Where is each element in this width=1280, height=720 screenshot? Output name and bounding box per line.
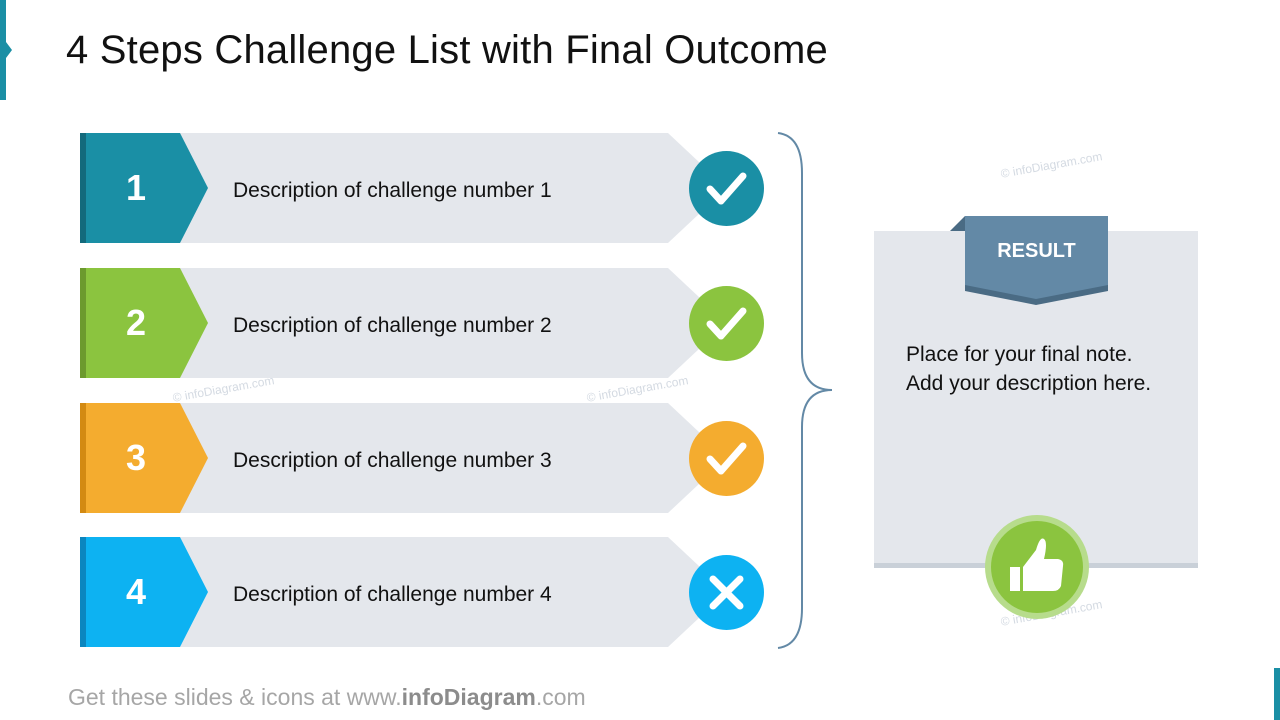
result-label: RESULT: [997, 240, 1076, 262]
step-number: 4: [125, 571, 147, 612]
challenge-shape: [80, 133, 700, 243]
check-icon: [689, 421, 764, 496]
challenge-row-2: 2 Description of challenge number 2: [80, 268, 780, 378]
result-ribbon: [950, 216, 1108, 305]
check-icon: [689, 286, 764, 361]
challenge-shape: [80, 268, 700, 378]
footer-prefix: Get these slides & icons at www.: [68, 684, 402, 710]
step-number: 1: [125, 167, 147, 208]
step-number: 2: [125, 302, 147, 343]
step-description: Description of challenge number 3: [233, 449, 552, 472]
check-icon: [689, 151, 764, 226]
result-note: Place for your final note. Add your desc…: [906, 340, 1151, 398]
challenge-row-3: 3 Description of challenge number 3: [80, 403, 780, 513]
challenge-row-1: 1 Description of challenge number 1: [80, 133, 780, 243]
challenge-shape: [80, 537, 700, 647]
thumbs-up-icon: [985, 515, 1089, 619]
footer-brand[interactable]: infoDiagram: [401, 684, 536, 710]
challenge-shape: [80, 403, 700, 513]
accent-bar-top-left: [0, 0, 6, 100]
accent-bar-bottom-right: [1274, 668, 1280, 720]
accent-arrow: [6, 42, 12, 58]
result-note-line1: Place for your final note.: [906, 343, 1133, 366]
page-title: 4 Steps Challenge List with Final Outcom…: [66, 28, 828, 72]
brace: [777, 132, 833, 649]
step-description: Description of challenge number 2: [233, 314, 552, 337]
watermark: © infoDiagram.com: [999, 149, 1104, 181]
step-description: Description of challenge number 4: [233, 583, 552, 606]
footer: Get these slides & icons at www.infoDiag…: [68, 684, 586, 711]
challenge-row-4: 4 Description of challenge number 4: [80, 537, 780, 647]
step-number: 3: [125, 437, 147, 478]
step-description: Description of challenge number 1: [233, 179, 552, 202]
result-note-line2: Add your description here.: [906, 372, 1152, 395]
cross-icon: [689, 555, 764, 630]
footer-suffix: .com: [535, 684, 586, 710]
